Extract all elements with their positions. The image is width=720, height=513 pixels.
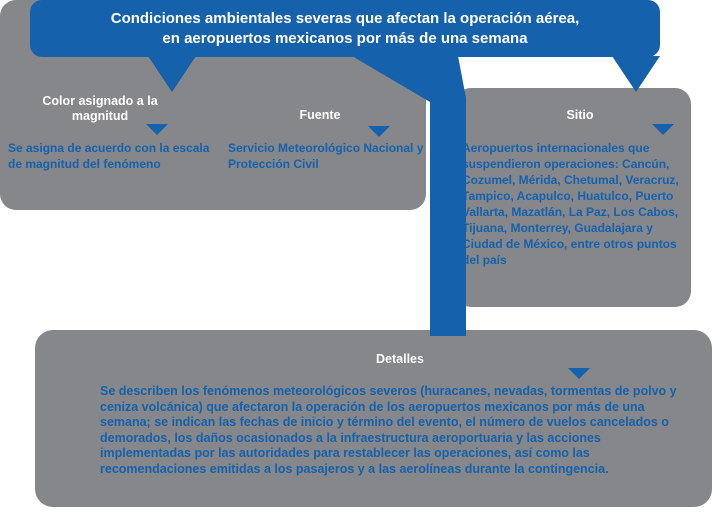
details-label: Detalles bbox=[376, 352, 424, 366]
arrow-down-icon bbox=[146, 124, 168, 135]
magnitude-label: Color asignado a la magnitud bbox=[42, 94, 158, 123]
arrow-down-icon bbox=[652, 124, 674, 135]
site-panel bbox=[455, 88, 691, 307]
source-text: Servicio Meteorológico Nacional y Protec… bbox=[228, 141, 424, 171]
arrow-down-icon bbox=[568, 368, 590, 379]
magnitude-text: Se asigna de acuerdo con la escala de ma… bbox=[8, 141, 210, 171]
details-panel bbox=[35, 330, 712, 507]
panel-notch bbox=[194, 226, 232, 248]
title-line-2: en aeropuertos mexicanos por más de una … bbox=[162, 29, 528, 47]
arrow-down-icon bbox=[368, 126, 390, 137]
title-line-1: Condiciones ambientales severas que afec… bbox=[110, 9, 580, 27]
connector-left bbox=[148, 56, 196, 92]
source-label: Fuente bbox=[299, 108, 341, 122]
site-text: Aeropuertos internacionales que suspendi… bbox=[462, 141, 679, 267]
site-label: Sitio bbox=[566, 108, 594, 122]
connector-right bbox=[612, 56, 660, 92]
details-text: Se describen los fenómenos meteorológico… bbox=[100, 384, 677, 476]
title-banner: Condiciones ambientales severas que afec… bbox=[30, 0, 660, 57]
